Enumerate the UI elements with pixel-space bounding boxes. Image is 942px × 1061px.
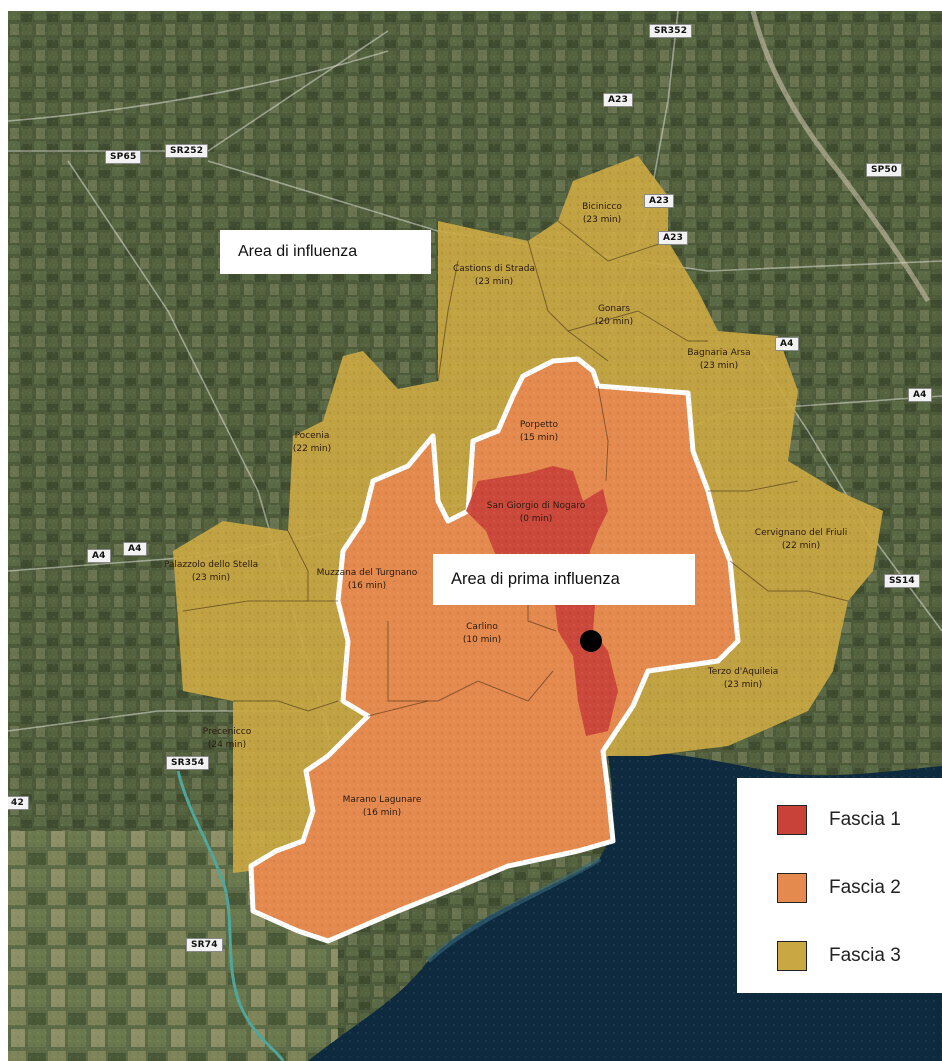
- municipality-label-bagnaria-arsa: Bagnaria Arsa(23 min): [687, 348, 751, 371]
- road-badge-a4-far-west: A4: [87, 549, 111, 563]
- municipality-label-san-giorgio: San Giorgio di Nogaro(0 min): [486, 501, 586, 524]
- road-badge-sp65: SP65: [105, 150, 142, 164]
- road-badge-a4-east: A4: [775, 337, 799, 351]
- road-badge-a23-north: A23: [603, 93, 634, 107]
- municipality-label-carlino: Carlino(10 min): [462, 622, 502, 645]
- legend-label-fascia-1: Fascia 1: [829, 809, 901, 830]
- legend-label-fascia-2: Fascia 2: [829, 877, 901, 898]
- municipality-label-palazzolo: Palazzolo dello Stella(23 min): [163, 560, 259, 583]
- road-badge-ss14: SS14: [884, 574, 920, 588]
- municipality-label-pocenia: Pocenia(22 min): [292, 431, 332, 454]
- municipality-label-terzo-aquileia: Terzo d'Aquileia(23 min): [707, 667, 779, 690]
- road-badge-a4-west: A4: [123, 542, 147, 556]
- legend-swatch-fascia-2: [777, 873, 807, 903]
- road-badge-a23-mid: A23: [644, 194, 675, 208]
- area-label-first-influence: Area di prima influenza: [433, 554, 695, 605]
- road-badge-sr354: SR354: [166, 756, 210, 770]
- road-badge-a4-far-east: A4: [908, 388, 932, 402]
- center-marker: [580, 630, 602, 652]
- legend-swatch-fascia-1: [777, 805, 807, 835]
- municipality-label-castions: Castions di Strada(23 min): [452, 264, 536, 287]
- road-badge-a23-south: A23: [658, 231, 689, 245]
- road-badge-42: 42: [8, 796, 29, 810]
- municipality-label-gonars: Gonars(20 min): [594, 304, 634, 327]
- municipality-label-cervignano: Cervignano del Friuli(22 min): [754, 528, 848, 551]
- municipality-label-marano: Marano Lagunare(16 min): [342, 795, 422, 818]
- legend-item-fascia-1: Fascia 1: [777, 805, 901, 835]
- road-badge-sr252: SR252: [165, 144, 209, 158]
- road-badge-sr74: SR74: [186, 938, 223, 952]
- legend-label-fascia-3: Fascia 3: [829, 945, 901, 966]
- legend-item-fascia-3: Fascia 3: [777, 941, 901, 971]
- municipality-label-muzzana: Muzzana del Turgnano(16 min): [316, 568, 418, 591]
- road-badge-sr352: SR352: [649, 24, 693, 38]
- legend-swatch-fascia-3: [777, 941, 807, 971]
- legend-item-fascia-2: Fascia 2: [777, 873, 901, 903]
- municipality-label-bicinicco: Bicinicco(23 min): [582, 202, 622, 225]
- road-badge-sp50: SP50: [866, 163, 903, 177]
- area-label-influence: Area di influenza: [220, 230, 431, 274]
- legend: Fascia 1 Fascia 2 Fascia 3: [737, 778, 942, 993]
- municipality-label-porpetto: Porpetto(15 min): [519, 420, 559, 443]
- municipality-label-precenicco: Precenicco(24 min): [202, 727, 252, 750]
